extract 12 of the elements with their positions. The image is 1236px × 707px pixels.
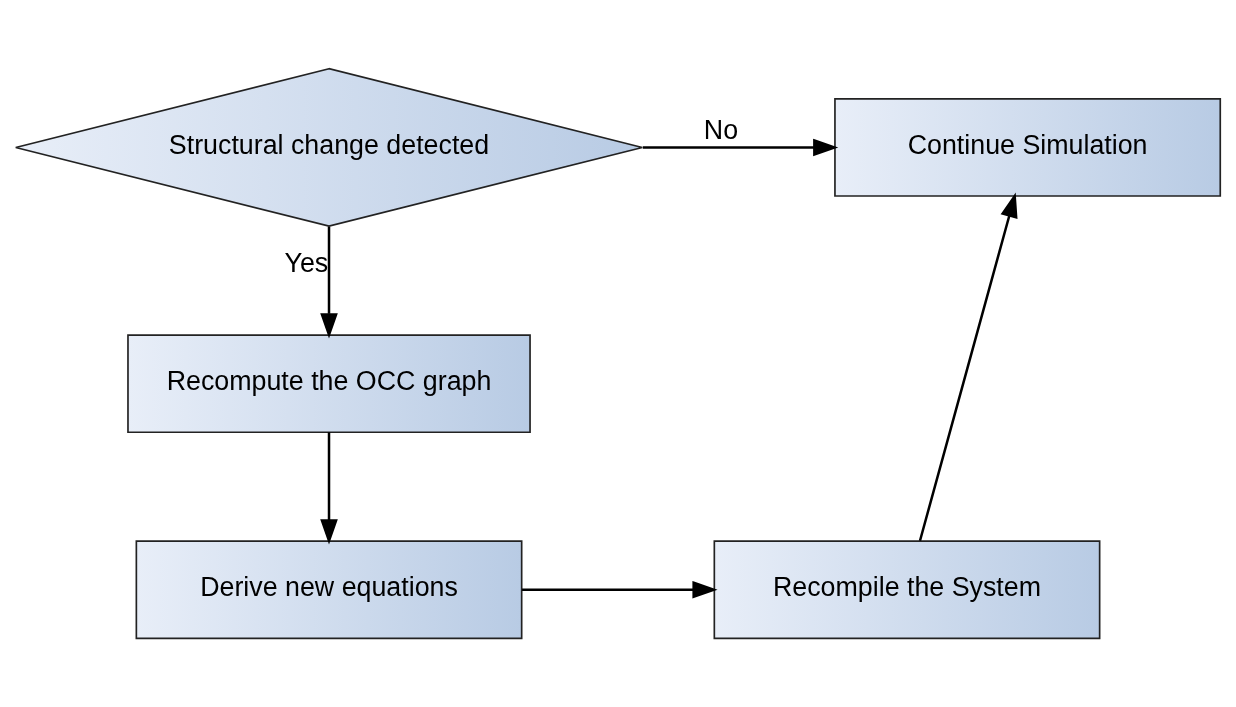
node-box: Derive new equations <box>135 540 523 640</box>
node-box: Recompute the OCC graph <box>127 334 531 434</box>
node-box: Recompile the System <box>713 540 1101 640</box>
node-box: Continue Simulation <box>834 98 1222 197</box>
arrow <box>320 432 338 545</box>
arrow <box>642 138 839 157</box>
edge-label: Yes <box>284 247 329 278</box>
node-diamond: Structural change detected <box>14 67 644 228</box>
arrow <box>522 580 718 599</box>
arrow <box>918 192 1018 542</box>
edge-label: No <box>703 114 739 145</box>
arrow <box>320 226 338 339</box>
